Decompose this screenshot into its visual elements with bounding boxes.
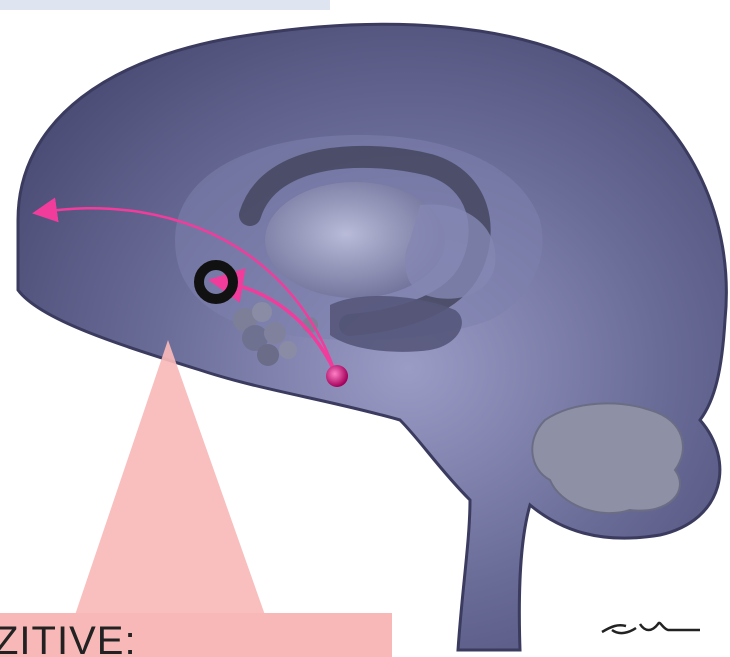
caption-text: ZITIVE: [0,619,137,657]
source-nucleus-icon [326,365,348,387]
caption-banner: ZITIVE: [0,613,392,657]
signature-mark [602,623,700,633]
